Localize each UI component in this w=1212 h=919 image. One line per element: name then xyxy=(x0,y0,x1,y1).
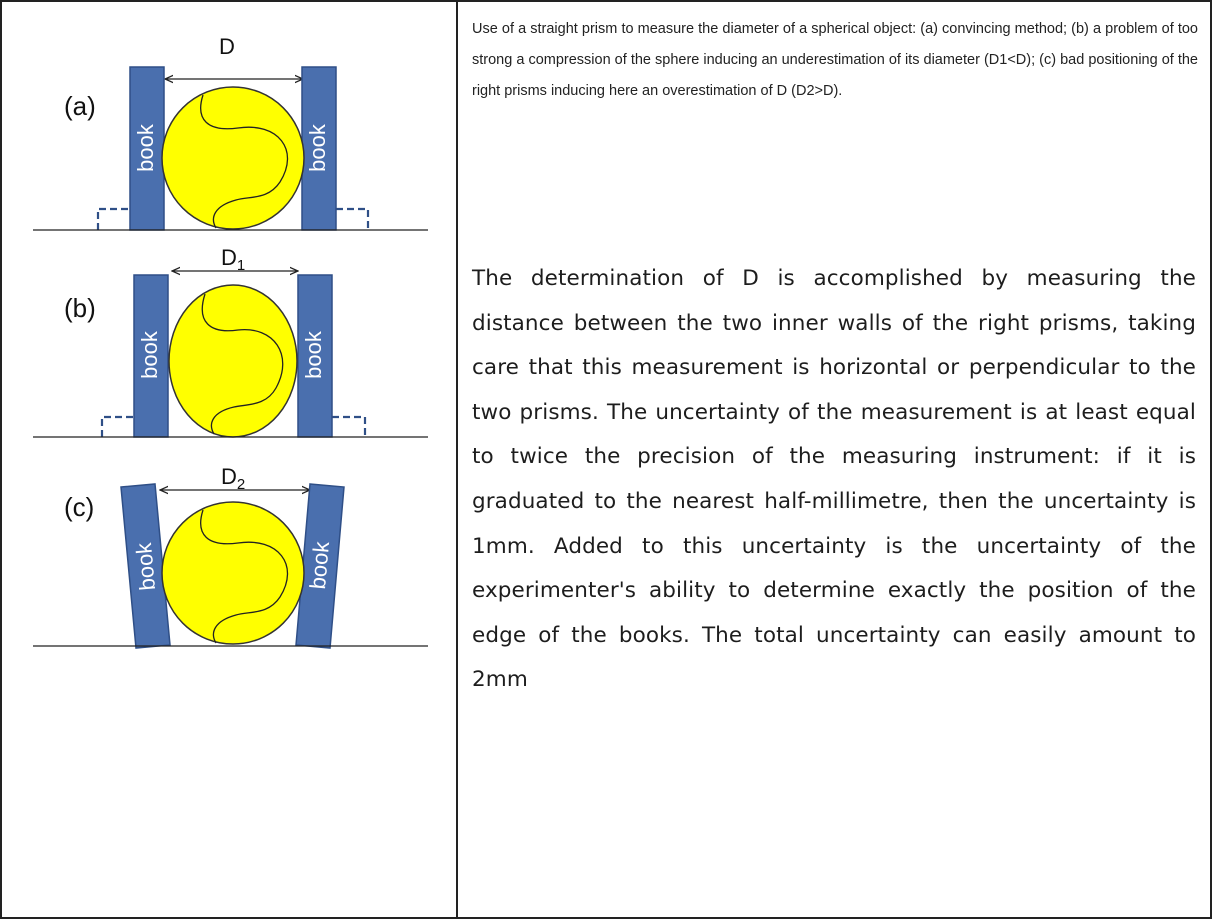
panel-a-right-book-label: book xyxy=(305,123,330,172)
panel-a: (a) D book book xyxy=(33,34,428,231)
panel-b-sphere xyxy=(168,284,298,438)
panel-a-dashed-right xyxy=(336,207,370,230)
prism-figure: (a) D book book (b) D1 book book xyxy=(33,34,428,649)
panel-c: (c) D2 book book xyxy=(33,464,428,649)
panel-c-left-book-label: book xyxy=(131,541,160,592)
panel-b-right-book-label: book xyxy=(301,330,326,379)
panel-a-left-book-label: book xyxy=(133,123,158,172)
panel-b-dashed-left xyxy=(100,415,134,437)
panel-b-dimension-label: D1 xyxy=(221,245,245,274)
panel-b-left-book-label: book xyxy=(137,330,162,379)
panel-a-seam xyxy=(200,94,289,229)
body-paragraph: The determination of D is accomplished b… xyxy=(472,266,1196,693)
figure-caption: Use of a straight prism to measure the d… xyxy=(472,21,1198,99)
panel-b-seam xyxy=(201,293,284,435)
panel-b: (b) D1 book book xyxy=(33,245,428,438)
figure-cell: (a) D book book (b) D1 book book xyxy=(0,0,456,919)
column-divider xyxy=(456,0,458,919)
panel-c-left-book xyxy=(120,483,171,649)
panel-c-right-book-label: book xyxy=(305,540,334,591)
panel-b-left-book xyxy=(133,274,169,438)
panel-b-letter: (b) xyxy=(64,293,96,323)
text-cell: Use of a straight prism to measure the d… xyxy=(458,0,1212,919)
panel-c-letter: (c) xyxy=(64,492,94,522)
panel-a-letter: (a) xyxy=(64,91,96,121)
panel-c-seam xyxy=(200,509,289,644)
panel-a-sphere xyxy=(161,86,305,230)
panel-c-dimension-label: D2 xyxy=(221,464,245,493)
panel-c-sphere xyxy=(161,501,305,645)
panel-b-dashed-right xyxy=(332,415,367,437)
panel-a-dashed-left xyxy=(96,207,130,230)
panel-a-dimension-label: D xyxy=(219,34,235,59)
